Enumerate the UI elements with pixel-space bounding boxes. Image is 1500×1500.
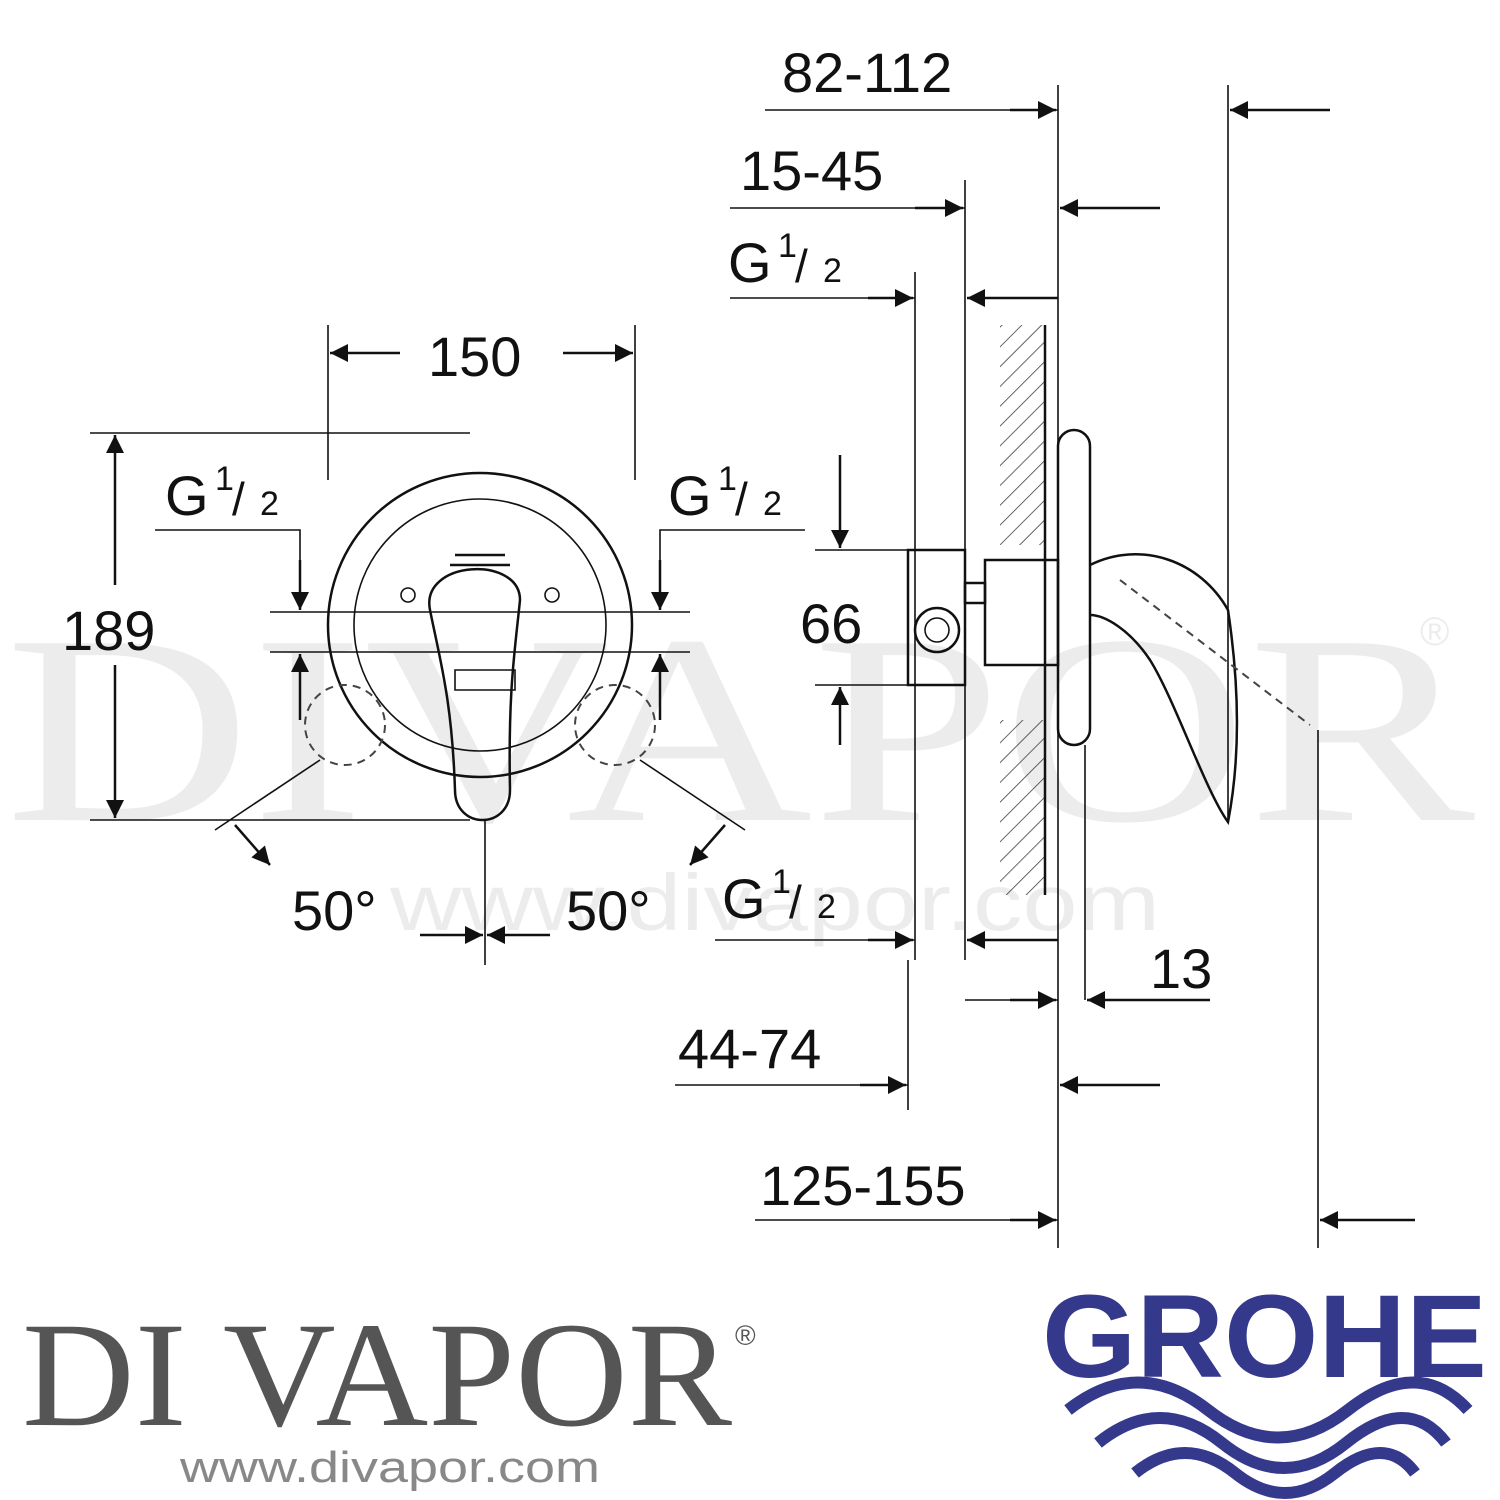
angle-right: 50° [566, 879, 651, 942]
svg-text:1: 1 [215, 460, 234, 498]
wall-hatch-bottom [1000, 720, 1045, 895]
valve-body [906, 548, 967, 687]
dim-66: 66 [800, 592, 862, 655]
svg-text:DI VAPOR: DI VAPOR [22, 1292, 732, 1458]
svg-text:G: G [722, 867, 766, 930]
label-g12-top: G 1 / 2 [728, 227, 842, 294]
svg-text:2: 2 [763, 485, 782, 523]
dim-125-155: 125-155 [760, 1154, 966, 1217]
svg-text:/: / [735, 473, 748, 525]
rosette-inner [353, 498, 607, 752]
svg-text:2: 2 [823, 252, 842, 290]
cartridge-top [450, 553, 510, 567]
divapor-logo: DI VAPOR ® www.divapor.com [22, 1292, 756, 1492]
svg-text:1: 1 [718, 460, 737, 498]
grohe-logo: GROHE [1042, 1271, 1487, 1499]
side-view: 82-112 15-45 G 1 / 2 66 G 1 / 2 [675, 41, 1415, 1248]
svg-text:G: G [165, 464, 209, 527]
dim-44-74: 44-74 [678, 1017, 821, 1080]
svg-text:2: 2 [260, 485, 279, 523]
dim-150: 150 [428, 325, 521, 388]
front-view: 150 189 G 1 / 2 G 1 / 2 [62, 325, 805, 965]
lever-handle [428, 567, 522, 822]
wall-hatch-top [1000, 325, 1045, 545]
inlet-left-dashed [304, 684, 386, 766]
svg-text:www.divapor.com: www.divapor.com [179, 1443, 600, 1492]
dim-15-45: 15-45 [740, 139, 883, 202]
svg-text:1: 1 [772, 863, 791, 901]
svg-text:2: 2 [817, 888, 836, 926]
rosette-outer [326, 471, 634, 779]
svg-text:/: / [232, 473, 245, 525]
label-g12-left: G 1 / 2 [165, 460, 279, 527]
rosette-side [1056, 428, 1092, 747]
grohe-waves-icon [1064, 1376, 1473, 1499]
dim-82-112: 82-112 [782, 41, 952, 104]
angle-left: 50° [292, 879, 377, 942]
lever-side [1089, 552, 1239, 826]
label-g12-right: G 1 / 2 [668, 460, 782, 527]
svg-text:1: 1 [778, 227, 797, 265]
svg-text:/: / [789, 876, 802, 928]
svg-text:®: ® [735, 1320, 756, 1351]
label-g12-bottom: G 1 / 2 [722, 863, 836, 930]
svg-text:®: ® [1420, 610, 1449, 654]
dim-189: 189 [62, 599, 155, 662]
dim-13: 13 [1150, 937, 1212, 1000]
inlet-right-dashed [574, 684, 656, 766]
svg-text:/: / [795, 240, 808, 292]
svg-text:G: G [668, 464, 712, 527]
svg-text:G: G [728, 231, 772, 294]
svg-text:DIVAPOR: DIVAPOR [5, 580, 1477, 879]
